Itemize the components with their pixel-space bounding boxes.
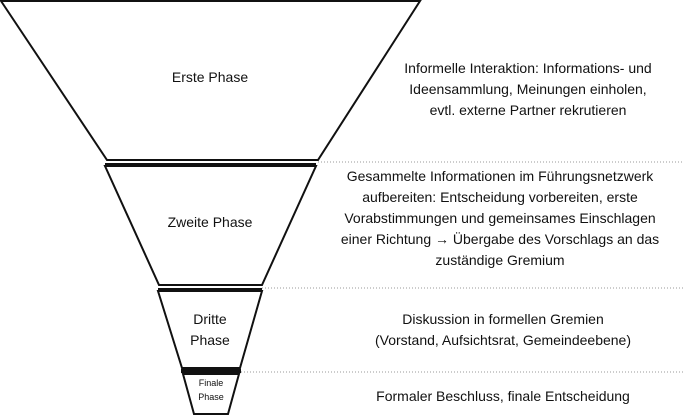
phase-label-line: Phase	[198, 392, 224, 402]
phase-label-line: Dritte	[193, 311, 227, 327]
phase-description-dritte: Diskussion in formellen Gremien (Vorstan…	[330, 309, 676, 351]
phase-label-zweite: Zweite Phase	[110, 212, 310, 233]
phase-label-finale: Finale Phase	[186, 376, 236, 404]
description-line: Vorabstimmungen und gemeinsames Einschla…	[344, 210, 656, 226]
description-line: Informelle Interaktion: Informations- un…	[404, 60, 652, 76]
description-line: zuständige Gremium	[435, 252, 565, 268]
description-line: Gesammelte Informationen im Führungsnetz…	[346, 168, 654, 184]
funnel-separator-thick	[181, 369, 241, 373]
phase-label-line: Finale	[198, 378, 224, 388]
description-line: (Vorstand, Aufsichtsrat, Gemeindeebene)	[374, 332, 632, 348]
phase-description-finale: Formaler Beschluss, finale Entscheidung	[330, 386, 676, 407]
description-line: Diskussion in formellen Gremien	[402, 311, 604, 327]
funnel-segment-finale-phase	[181, 373, 241, 415]
phase-description-erste: Informelle Interaktion: Informations- un…	[370, 58, 686, 121]
phase-label-line: Phase	[190, 332, 230, 348]
description-line: einer Richtung → Übergabe des Vorschlags…	[340, 231, 660, 247]
funnel-segment-zweite-phase	[103, 165, 318, 286]
phase-description-zweite: Gesammelte Informationen im Führungsnetz…	[314, 166, 686, 271]
description-line: Formaler Beschluss, finale Entscheidung	[376, 388, 630, 404]
phase-label-erste: Erste Phase	[110, 67, 310, 88]
funnel-segment-erste-phase	[0, 0, 422, 161]
funnel-segment-dritte-phase	[156, 290, 264, 369]
phase-label-dritte: Dritte Phase	[160, 309, 260, 351]
phase-label-line: Erste Phase	[171, 69, 249, 85]
description-line: evtl. externe Partner rekrutieren	[429, 102, 627, 118]
phase-label-line: Zweite Phase	[167, 214, 253, 230]
description-line: aufbereiten: Entscheidung vorbereiten, e…	[362, 189, 638, 205]
description-line: Ideensammlung, Meinungen einholen,	[409, 81, 647, 97]
